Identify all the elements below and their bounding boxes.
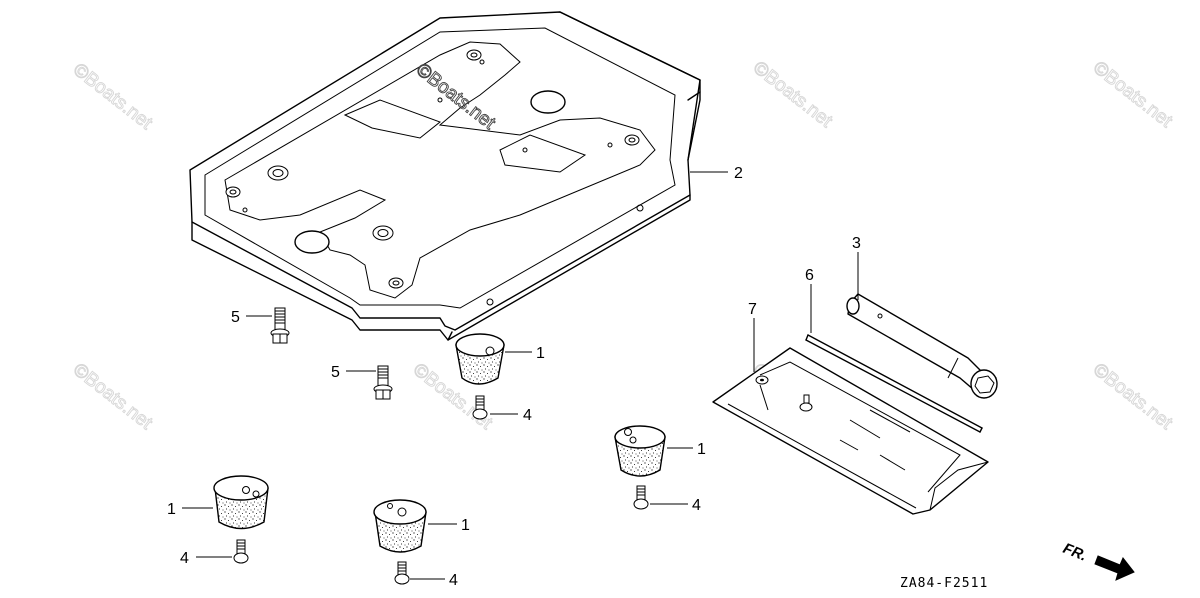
rubber-foot xyxy=(455,333,505,385)
tommy-bar xyxy=(805,334,983,433)
callout-4: 4 xyxy=(692,497,701,514)
callout-2: 2 xyxy=(734,165,743,182)
callouts: 2 1 1 1 1 4 4 4 4 5 5 3 6 7 xyxy=(167,165,861,589)
leader-lines xyxy=(182,171,859,580)
callout-1: 1 xyxy=(536,345,545,362)
watermark: ©Boats.net xyxy=(69,359,157,434)
watermark: ©Boats.net xyxy=(1089,359,1177,434)
rubber-foot xyxy=(614,425,666,477)
callout-5: 5 xyxy=(231,309,240,326)
front-arrow-icon xyxy=(1094,555,1135,581)
mounting-plate: ©Boats.net xyxy=(189,11,701,341)
screw xyxy=(633,485,649,510)
front-direction-marker: FR. xyxy=(1061,540,1135,581)
callout-1: 1 xyxy=(461,517,470,534)
callout-5: 5 xyxy=(331,364,340,381)
callout-1: 1 xyxy=(697,441,706,458)
tool-bag xyxy=(712,347,989,515)
screw xyxy=(233,539,249,564)
callout-4: 4 xyxy=(449,572,458,589)
screw xyxy=(394,561,410,585)
flange-bolt xyxy=(270,307,290,344)
rubber-foot xyxy=(373,499,427,553)
screw xyxy=(472,395,488,420)
callout-6: 6 xyxy=(805,267,814,284)
watermark: ©Boats.net xyxy=(749,57,837,132)
watermark: ©Boats.net xyxy=(1089,57,1177,132)
rubber-foot xyxy=(213,475,269,530)
box-wrench xyxy=(846,293,998,399)
callout-4: 4 xyxy=(180,550,189,567)
callout-3: 3 xyxy=(852,235,861,252)
front-label: FR. xyxy=(1061,540,1090,565)
callout-7: 7 xyxy=(748,301,757,318)
flange-bolt xyxy=(373,365,393,400)
callout-1: 1 xyxy=(167,501,176,518)
callout-4: 4 xyxy=(523,407,532,424)
drawing-code: ZA84-F2511 xyxy=(900,576,988,591)
watermark: ©Boats.net xyxy=(69,59,157,134)
